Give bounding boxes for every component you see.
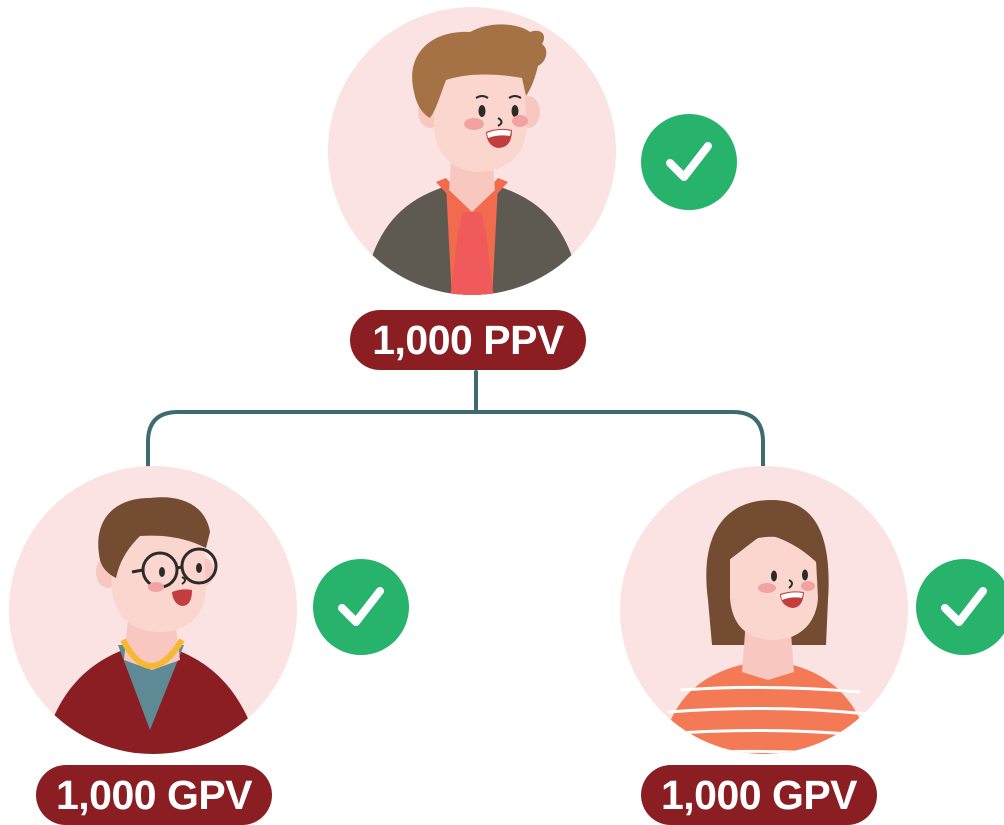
hair bbox=[412, 24, 547, 118]
check-circle-icon bbox=[916, 559, 1004, 655]
right-avatar bbox=[620, 466, 908, 754]
check-circle-icon bbox=[313, 559, 409, 655]
shirt bbox=[118, 645, 184, 730]
left-cheek bbox=[464, 118, 484, 130]
left-eye bbox=[478, 105, 486, 117]
connector-to-left bbox=[146, 410, 478, 468]
necklace bbox=[120, 638, 185, 669]
mouth bbox=[172, 589, 192, 606]
left-node-label: 1,000 GPV bbox=[36, 765, 272, 825]
check-circle-icon bbox=[641, 114, 737, 210]
top-avatar bbox=[328, 7, 616, 295]
right-cheek bbox=[512, 115, 528, 127]
hair-fringe bbox=[716, 509, 825, 570]
top-node-label: 1,000 PPV bbox=[350, 310, 586, 370]
right-eye bbox=[511, 105, 519, 117]
connector-to-right bbox=[474, 410, 765, 468]
hair bbox=[98, 497, 210, 578]
left-avatar bbox=[9, 466, 297, 754]
connector-lines bbox=[146, 370, 765, 468]
right-node-label: 1,000 GPV bbox=[641, 765, 877, 825]
striped-shirt bbox=[660, 660, 872, 754]
tie bbox=[450, 212, 494, 295]
